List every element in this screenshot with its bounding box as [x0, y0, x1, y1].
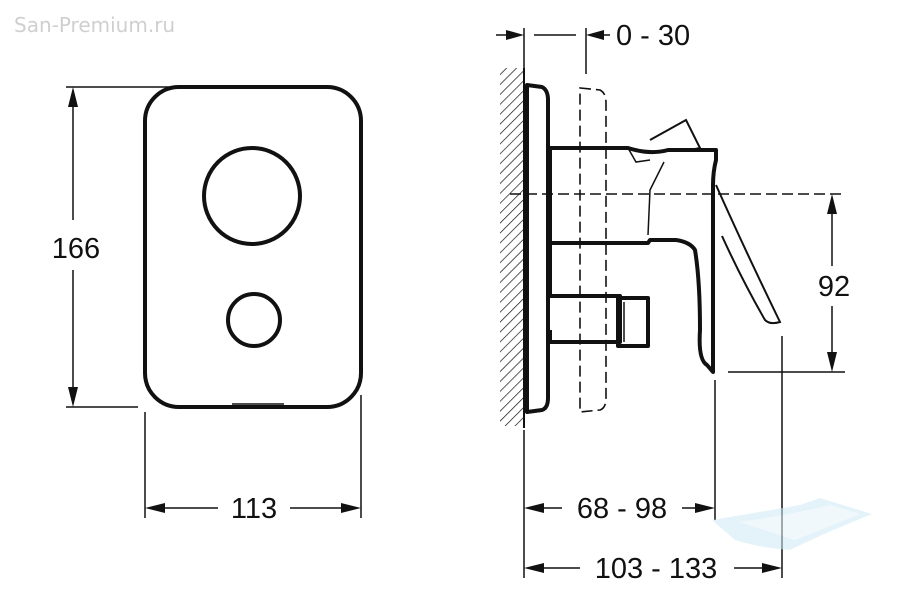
lever-handle-top — [649, 118, 702, 151]
cover-plate-outline — [143, 85, 363, 409]
bathtub-logo-icon — [712, 498, 872, 550]
diverter-body-side — [548, 243, 622, 344]
arrow-right-icon — [762, 563, 782, 573]
wall-hatch — [500, 68, 524, 426]
arrow-up-icon — [68, 87, 78, 107]
lever-neck — [627, 147, 651, 163]
adjust-dimension: 0 - 30 — [496, 20, 690, 74]
arrow-right-icon — [695, 503, 715, 513]
depth-dimension: 68 - 98 — [523, 380, 716, 578]
arrow-up-icon — [827, 194, 837, 214]
spout-height-dimension: 92 — [818, 194, 850, 372]
arrow-right-icon — [506, 30, 524, 40]
lever-swung-outline — [715, 184, 782, 325]
lever-knob-circle — [202, 146, 302, 246]
mixer-body-spout — [548, 146, 718, 374]
arrow-left-icon — [524, 503, 544, 513]
arrow-left-icon — [524, 563, 544, 573]
total-depth-dimension: 103 - 133 — [524, 336, 783, 585]
adjusted-plate-outline — [579, 87, 607, 413]
arrow-right-icon — [341, 503, 361, 513]
side-view: 0 - 30 92 68 - 98 103 - 133 — [496, 20, 850, 585]
width-dimension: 113 — [144, 395, 362, 525]
arrow-down-icon — [68, 387, 78, 407]
arrow-left-icon — [586, 30, 604, 40]
height-label: 166 — [52, 233, 100, 265]
adjust-label: 0 - 30 — [616, 20, 690, 52]
front-view: 166 113 — [52, 85, 363, 525]
depth-label: 68 - 98 — [577, 493, 667, 525]
total-depth-label: 103 - 133 — [595, 553, 718, 585]
lever-inner-line — [647, 161, 665, 236]
cover-plate-side — [525, 83, 550, 414]
arrow-left-icon — [145, 503, 165, 513]
diverter-knob-circle — [226, 292, 282, 348]
watermark-text: San-Premium.ru — [14, 13, 175, 37]
height-dimension: 166 — [52, 86, 180, 408]
diverter-knob-side — [616, 296, 650, 348]
arrow-down-icon — [827, 352, 837, 372]
spout-height-label: 92 — [818, 271, 850, 303]
width-label: 113 — [231, 493, 277, 525]
